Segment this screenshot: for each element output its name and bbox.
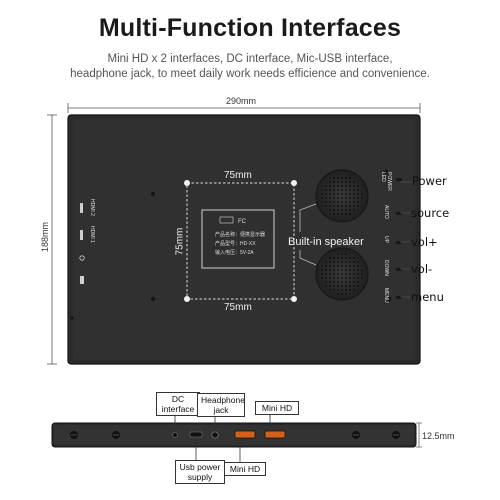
svg-text:FC: FC xyxy=(238,219,247,225)
side-button-label-menu: MENU xyxy=(383,288,389,303)
side-button-label-down: DOWN xyxy=(383,260,389,276)
width-dimension xyxy=(67,103,421,113)
left-port-label-hdmi2: HDMI 2 xyxy=(89,199,95,216)
sticker-line-3: 输入电压：5V-2A xyxy=(215,250,254,256)
headphone-jack-callout: Headphone jack xyxy=(197,393,245,417)
mini-hd-port-1 xyxy=(234,430,256,439)
subtitle-line-2: headphone jack, to meet daily work needs… xyxy=(70,68,430,80)
usb-power-callout: Usb power supply xyxy=(175,460,225,484)
vesa-bottom-label: 75mm xyxy=(224,302,252,313)
side-button-label-auto: AUTO xyxy=(383,205,389,219)
vol-down-button-label: vol- xyxy=(411,262,433,276)
thickness-dimension xyxy=(416,422,422,448)
usb-port xyxy=(189,431,203,438)
width-label: 290mm xyxy=(226,96,257,106)
speaker-callout-lines xyxy=(299,203,317,266)
thickness-label: 12.5mm xyxy=(422,431,455,441)
sticker-line-1: 产品名称：便携显示器 xyxy=(215,232,266,238)
vol-up-button-label: vol+ xyxy=(411,235,438,249)
side-view xyxy=(51,422,417,448)
menu-button-label: menu xyxy=(411,290,444,304)
source-button-label: source xyxy=(411,206,450,220)
power-button-label: Power xyxy=(412,174,447,188)
mini-hd-callout-bottom: Mini HD xyxy=(224,462,266,476)
mini-hd-port-2 xyxy=(264,430,286,439)
headphone-port xyxy=(211,431,219,439)
vesa-height-label: 75mm xyxy=(174,227,186,256)
dc-port xyxy=(172,432,178,438)
height-label: 188mm xyxy=(40,222,50,253)
vesa-box xyxy=(186,182,295,300)
side-button-label-up: UP xyxy=(383,236,389,243)
left-port-label-hdmi1: HDMI 1 xyxy=(89,226,95,243)
speaker-label: Built-in speaker xyxy=(288,236,364,248)
sticker-line-2: 产品型号：HD-XX xyxy=(215,241,256,247)
dc-interface-callout: DC interface xyxy=(156,392,200,416)
page-title: Multi-Function Interfaces xyxy=(98,14,402,42)
label-sticker xyxy=(201,209,275,269)
side-button-label-power-led: POWER LED xyxy=(380,172,392,191)
mini-hd-callout-top: Mini HD xyxy=(255,401,299,415)
vesa-width-label: 75mm xyxy=(224,170,252,181)
subtitle-line-1: Mini HD x 2 interfaces, DC interface, Mi… xyxy=(107,53,393,65)
button-leader-lines xyxy=(400,181,412,298)
height-dimension xyxy=(47,114,57,365)
left-port-icons xyxy=(79,203,85,284)
